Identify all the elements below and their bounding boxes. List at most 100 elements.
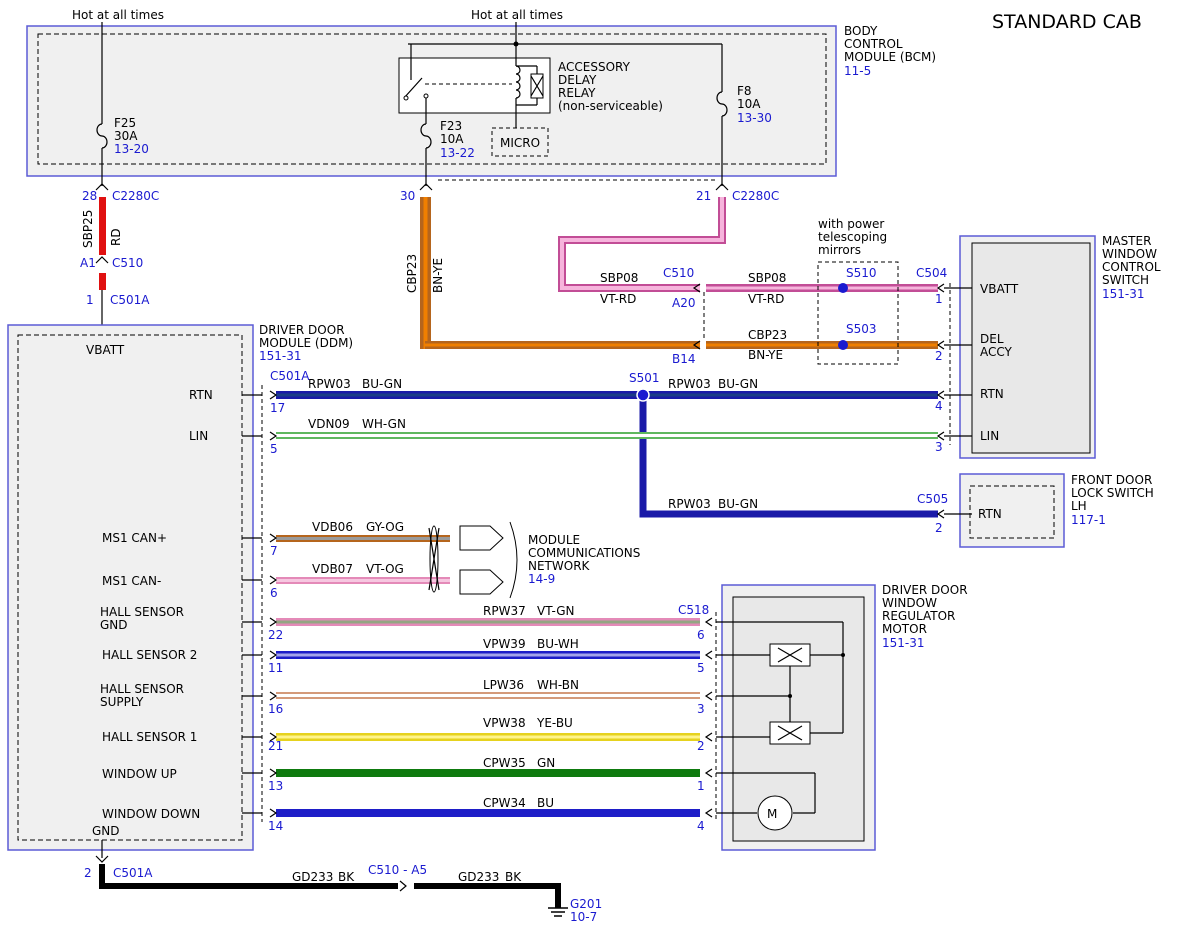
ddm-inner-box bbox=[17, 334, 243, 841]
cpw34-circuit: CPW34 bbox=[483, 796, 526, 810]
cpw34-wire bbox=[276, 809, 700, 817]
mwcs-name-4: SWITCH bbox=[1102, 273, 1149, 287]
c501a-label-top: C501A bbox=[110, 293, 150, 307]
sbp25-wire-lower bbox=[99, 273, 106, 290]
f25-name: F25 bbox=[114, 116, 136, 130]
cpw34-color: BU bbox=[537, 796, 554, 810]
f8-rating: 10A bbox=[737, 97, 761, 111]
ground-wire bbox=[95, 840, 568, 917]
hot-label-center: Hot at all times bbox=[471, 8, 563, 22]
ddm-pin-hall-sensor-2: HALL SENSOR 2 bbox=[102, 648, 197, 662]
network-ref: 14-9 bbox=[528, 572, 555, 586]
fdls-pin-rtn: RTN bbox=[978, 507, 1002, 521]
gd233-right-circuit: GD233 bbox=[458, 870, 499, 884]
mwcs-pin-lin: LIN bbox=[980, 429, 999, 443]
rpw03-right-circuit: RPW03 bbox=[668, 377, 711, 391]
gd233-left-color: BK bbox=[338, 870, 355, 884]
ddm-pin-num-21: 21 bbox=[268, 739, 283, 753]
c510-a1-mark bbox=[95, 256, 109, 264]
vpw39-circuit: VPW39 bbox=[483, 637, 526, 651]
rpw03-wire bbox=[276, 391, 938, 399]
rpw37-wire bbox=[276, 618, 700, 626]
can-plus-arrow bbox=[269, 533, 278, 543]
micro-label: MICRO bbox=[500, 136, 540, 150]
vpw38-color: YE-BU bbox=[536, 716, 573, 730]
c510-label: C510 bbox=[112, 256, 143, 270]
ddm-pin-ms1-can-plus: MS1 CAN+ bbox=[102, 531, 167, 545]
g201-label: G201 bbox=[570, 897, 602, 911]
rpw03-left-color: BU-GN bbox=[362, 377, 402, 391]
fdls-box bbox=[959, 473, 1065, 548]
lpw36-circuit: LPW36 bbox=[483, 678, 524, 692]
c518-pin-5: 5 bbox=[697, 661, 705, 675]
c505-pin: 2 bbox=[935, 521, 943, 535]
sbp08-circuit-left: SBP08 bbox=[600, 271, 638, 285]
sbp08-wire-right bbox=[706, 284, 938, 292]
bcm-pin-21: 21 bbox=[696, 189, 711, 203]
gd233-right-color: BK bbox=[505, 870, 522, 884]
vdb06-circuit: VDB06 bbox=[312, 520, 353, 534]
c510-arrows bbox=[692, 283, 972, 350]
motor-name-3: REGULATOR bbox=[882, 609, 955, 623]
twisted-pair-marker bbox=[428, 525, 440, 593]
vdb06-color: GY-OG bbox=[366, 520, 404, 534]
ddm-pin-hall-sensor-1: HALL SENSOR 1 bbox=[102, 730, 197, 744]
c510-pin-a20: A20 bbox=[672, 296, 695, 310]
relay-label-1: ACCESSORY bbox=[558, 60, 631, 74]
ddm-pin-num-22: 22 bbox=[268, 628, 283, 642]
s510-label: S510 bbox=[846, 266, 877, 280]
c518-label: C518 bbox=[678, 603, 709, 617]
gd233-left-circuit: GD233 bbox=[292, 870, 333, 884]
mwcs-name-2: WINDOW bbox=[1102, 247, 1157, 261]
ddm-box bbox=[7, 324, 254, 851]
c518-pin-1: 1 bbox=[697, 779, 705, 793]
ddm-gnd-label: GND bbox=[92, 824, 120, 838]
center-bus bbox=[513, 22, 729, 191]
c510-a5-label: C510 - A5 bbox=[368, 863, 427, 877]
c504-pin-1: 1 bbox=[935, 292, 943, 306]
sbp08-wire-bend bbox=[558, 197, 726, 292]
network-label-2: COMMUNICATIONS bbox=[528, 546, 640, 560]
ground-connector: C501A bbox=[113, 866, 153, 880]
s501-splice bbox=[636, 388, 650, 402]
ground-pin: 2 bbox=[84, 866, 92, 880]
fdls-name-3: LH bbox=[1071, 499, 1087, 513]
ddm-pin-num-7: 7 bbox=[270, 544, 278, 558]
ddm-pin-window-down: WINDOW DOWN bbox=[102, 807, 200, 821]
mwcs-pin-del: DEL bbox=[980, 332, 1004, 346]
sbp08-circuit-right: SBP08 bbox=[748, 271, 786, 285]
c518-pin-4: 4 bbox=[697, 819, 705, 833]
ddm-pin-stubs bbox=[242, 394, 262, 814]
mwcs-name-1: MASTER bbox=[1102, 234, 1151, 248]
rpw03-right-color: BU-GN bbox=[718, 377, 758, 391]
f23-rating: 10A bbox=[440, 132, 464, 146]
motor-name-4: MOTOR bbox=[882, 622, 927, 636]
s503-splice bbox=[838, 340, 848, 350]
ddm-ref: 151-31 bbox=[259, 349, 302, 363]
ddm-pin-lin: LIN bbox=[189, 429, 208, 443]
ddm-pin-hall-sensor-gnd: HALL SENSOR GND bbox=[100, 606, 184, 632]
cbp23-wire-horizontal bbox=[425, 341, 938, 349]
ddm-vbatt-label: VBATT bbox=[86, 343, 125, 357]
lpw36-wire bbox=[276, 692, 700, 699]
bcm-name-line-3: MODULE (BCM) bbox=[844, 50, 936, 64]
ddm-pin-window-up: WINDOW UP bbox=[102, 767, 177, 781]
ddm-pin-rtn: RTN bbox=[189, 388, 213, 402]
f25-rating: 30A bbox=[114, 129, 138, 143]
bcm-connector-left: C2280C bbox=[112, 189, 159, 203]
bcm-connector-right: C2280C bbox=[732, 189, 779, 203]
c504-pin-2: 2 bbox=[935, 349, 943, 363]
bcm-inner-box bbox=[37, 33, 827, 165]
mwcs-name-3: CONTROL bbox=[1102, 260, 1161, 274]
mwcs-pin-accy: ACCY bbox=[980, 345, 1013, 359]
ddm-name-line-2: MODULE (DDM) bbox=[259, 336, 353, 350]
vpw39-color: BU-WH bbox=[537, 637, 579, 651]
motor-inner bbox=[732, 596, 865, 842]
vpw39-wire bbox=[276, 651, 700, 659]
relay-label-2: DELAY bbox=[558, 73, 597, 87]
vdb07-color: VT-OG bbox=[366, 562, 404, 576]
fdls-name-2: LOCK SWITCH bbox=[1071, 486, 1154, 500]
mwcs-c504-pin-3: 3 bbox=[935, 440, 943, 454]
c518-pin-3: 3 bbox=[697, 702, 705, 716]
